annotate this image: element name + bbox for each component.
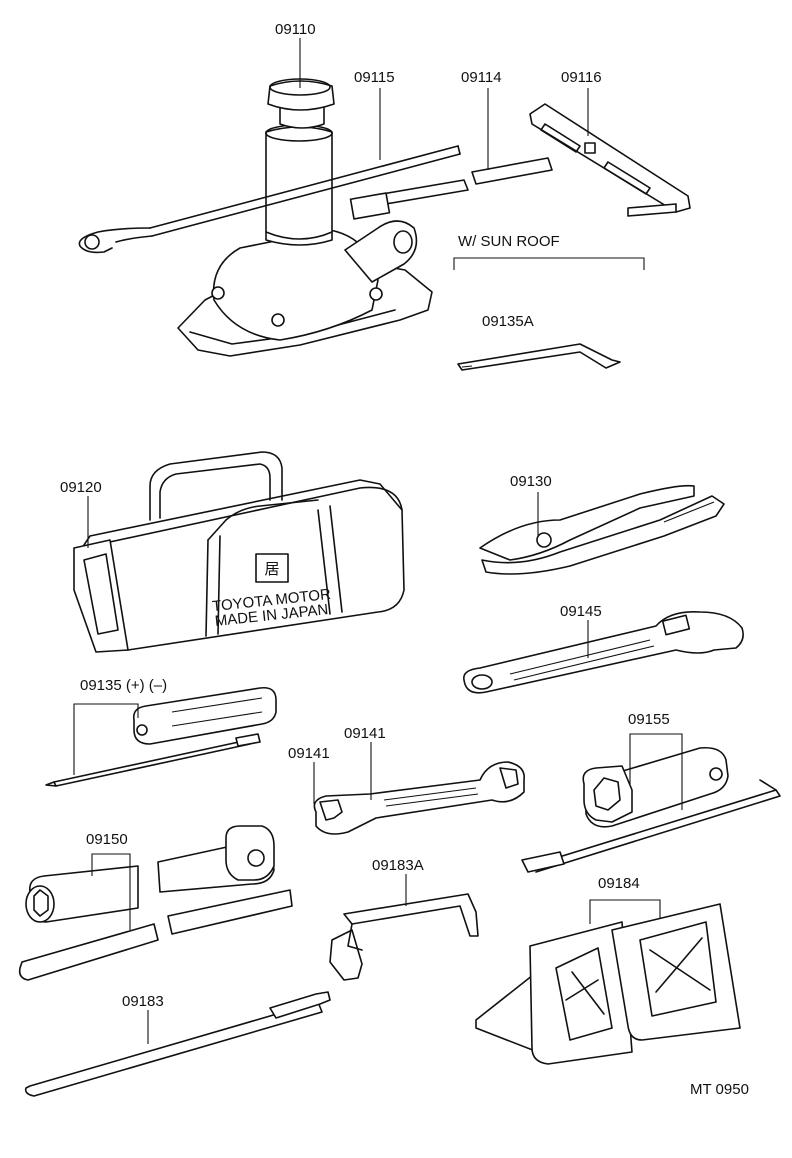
pliers-icon — [479, 484, 725, 575]
socket-bars-icon — [18, 825, 293, 981]
open-end-wrench-icon — [313, 761, 525, 835]
reference-code: MT 0950 — [690, 1081, 749, 1098]
jack-handle-bar-icon — [24, 991, 331, 1097]
leader-09135 — [73, 703, 139, 775]
wheel-wrench-bar-icon — [529, 103, 691, 217]
extension-bar-icon — [349, 157, 553, 220]
adjustable-wrench-icon — [463, 610, 744, 694]
jack-icon — [177, 78, 433, 357]
label-09114: 09114 — [461, 69, 502, 86]
sunroof-bracket — [453, 257, 645, 270]
label-09145: 09145 — [560, 603, 602, 620]
tool-bag-icon — [73, 451, 405, 653]
label-09155: 09155 — [628, 711, 670, 728]
label-09135A: 09135A — [482, 313, 534, 330]
label-09183A: 09183A — [372, 857, 424, 874]
label-09184: 09184 — [598, 875, 640, 892]
jack-handle-icon — [78, 145, 461, 254]
bag-logo: 居 — [264, 561, 279, 578]
label-sunroof: W/ SUN ROOF — [458, 233, 560, 250]
screwdriver-icon — [45, 686, 277, 787]
label-09115: 09115 — [354, 69, 395, 86]
label-09135: 09135 (+) (–) — [80, 677, 167, 694]
label-09141-a: 09141 — [288, 745, 330, 762]
sunroof-tool-icon — [457, 343, 621, 371]
label-09110: 09110 — [275, 21, 316, 38]
leader-09150 — [91, 853, 131, 930]
tool-holder-clamp-icon — [329, 893, 479, 981]
label-09120: 09120 — [60, 479, 102, 496]
label-09150: 09150 — [86, 831, 128, 848]
leader-09184 — [589, 899, 661, 924]
label-09130: 09130 — [510, 473, 552, 490]
label-09141-b: 09141 — [344, 725, 386, 742]
socket-wrench-icon — [521, 746, 781, 873]
label-09183: 09183 — [122, 993, 164, 1010]
label-09116: 09116 — [561, 69, 602, 86]
leader-09155 — [629, 733, 683, 810]
wheel-chock-icon — [475, 903, 741, 1065]
